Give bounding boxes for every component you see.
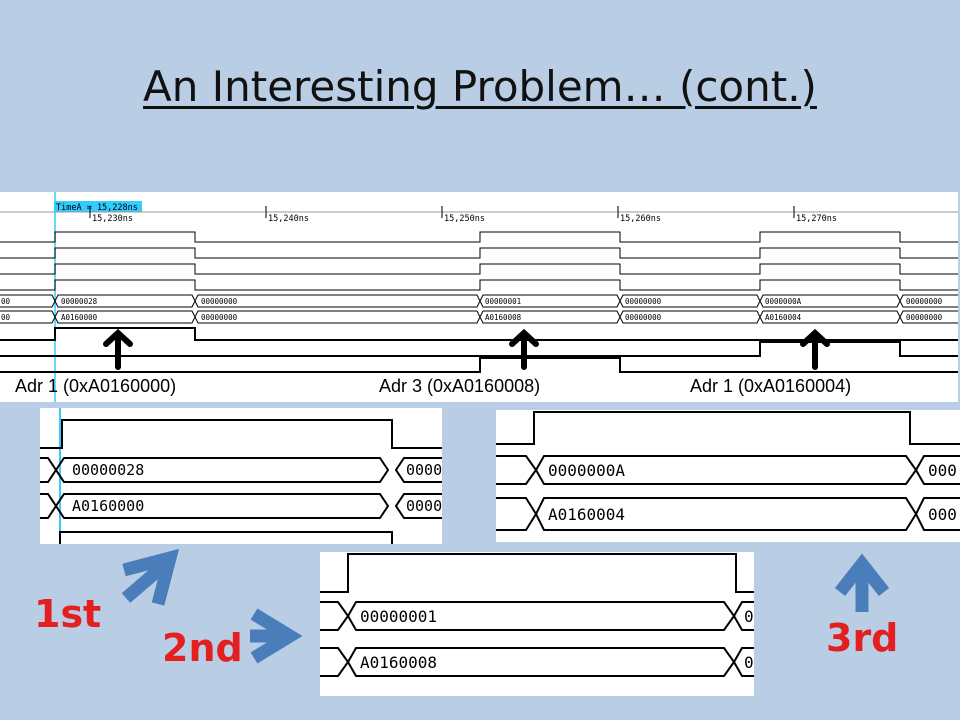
tick-label: 15,270ns xyxy=(796,214,837,224)
data-bus-value: 00000000 xyxy=(201,297,238,306)
up-arrow-icon xyxy=(834,553,890,612)
zoom-next-value: 0 xyxy=(744,607,754,626)
addr-bus-value: A0160008 xyxy=(485,313,522,322)
tick-label: 15,240ns xyxy=(268,214,309,224)
slide-title: An Interesting Problem… (cont.) xyxy=(143,62,817,111)
label-first: 1st xyxy=(34,592,102,636)
time-marker-label: TimeA = 15,228ns xyxy=(56,203,138,213)
label-second: 2nd xyxy=(162,626,243,670)
zoom-next-value: 000 xyxy=(928,461,957,480)
diagonal-arrow-icon xyxy=(121,548,180,606)
tick-label: 15,260ns xyxy=(620,214,661,224)
tick-label: 15,230ns xyxy=(92,214,133,224)
waveform-panel: TimeA = 15,228ns 15,230ns 15,240ns 15,25… xyxy=(0,192,958,402)
tick-label: 15,250ns xyxy=(444,214,485,224)
data-bus-value: 00000028 xyxy=(61,297,98,306)
zoom-panel-first: 00000028 0000 A0160000 0000 xyxy=(40,408,442,544)
up-arrow-icon xyxy=(103,328,830,370)
zoom-data-value: 00000028 xyxy=(72,461,144,479)
addr-bus-value: A0160000 xyxy=(61,313,98,322)
data-bus-value: 00000001 xyxy=(485,297,521,306)
addr-bus-value: 00000000 xyxy=(201,313,238,322)
label-third: 3rd xyxy=(826,616,899,660)
zoom-next-value: 0000 xyxy=(406,497,442,515)
zoom-addr-value: A0160000 xyxy=(72,497,144,515)
zoom-next-value: 000 xyxy=(928,505,957,524)
addr-bus-value: 00 xyxy=(1,313,11,322)
zoom-next-value: 0 xyxy=(744,653,754,672)
data-bus-value: 00 xyxy=(1,297,11,306)
zoom-data-value: 00000001 xyxy=(360,607,437,626)
data-bus-value: 0000000A xyxy=(765,297,802,306)
data-bus-value: 00000000 xyxy=(906,297,943,306)
zoom-panel-third: 0000000A 000 A0160004 000 xyxy=(496,410,960,542)
addr-bus-value: A0160004 xyxy=(765,313,802,322)
zoom-panel-second: 00000001 0 A0160008 0 xyxy=(320,552,754,696)
addr-bus-value: 00000000 xyxy=(906,313,943,322)
zoom-addr-value: A0160004 xyxy=(548,505,625,524)
right-arrow-icon xyxy=(250,608,303,664)
address-annotation: Adr 1 (0xA0160004) xyxy=(690,376,851,396)
data-bus-value: 00000000 xyxy=(625,297,662,306)
zoom-data-value: 0000000A xyxy=(548,461,625,480)
address-annotation: Adr 3 (0xA0160008) xyxy=(379,376,540,396)
address-annotation: Adr 1 (0xA0160000) xyxy=(15,376,176,396)
addr-bus-value: 00000000 xyxy=(625,313,662,322)
zoom-addr-value: A0160008 xyxy=(360,653,437,672)
zoom-next-value: 0000 xyxy=(406,461,442,479)
